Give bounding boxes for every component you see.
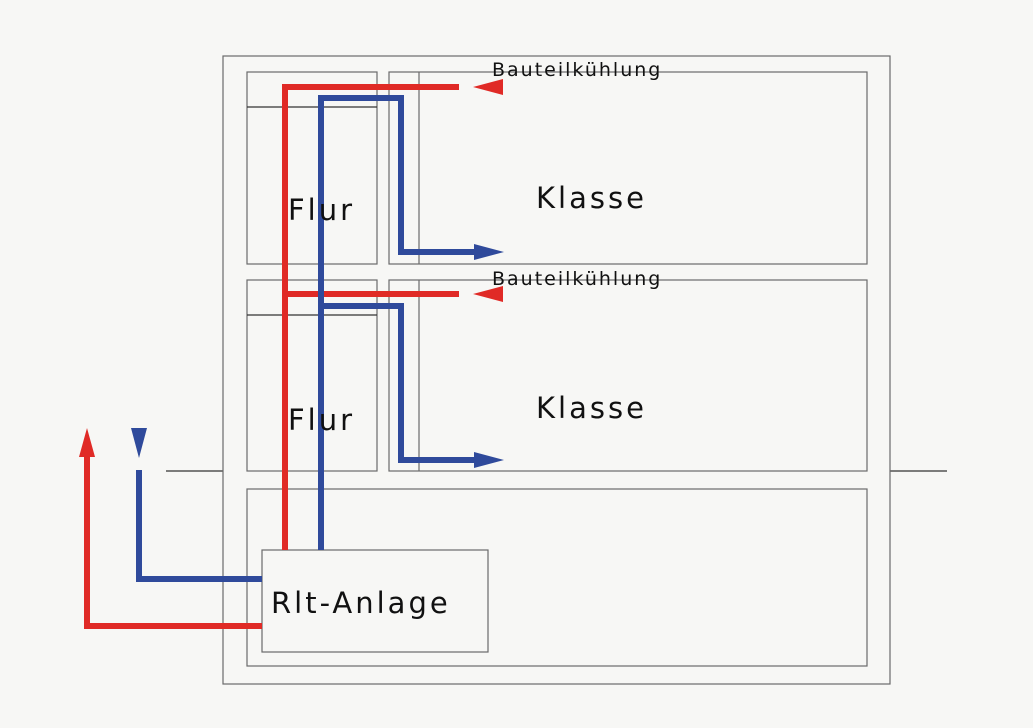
return-pipes [136, 95, 474, 582]
lower-corridor-label: Flur [288, 403, 355, 437]
basement-room [246, 488, 868, 667]
return-arrows [131, 244, 504, 468]
lower-cooling-label: Bauteilkühlung [492, 268, 662, 290]
upper-corridor-label: Flur [288, 193, 355, 227]
return-arrow-outside-icon [131, 428, 147, 458]
upper-corridor-room [246, 71, 378, 265]
supply-pipe-upper [282, 84, 459, 550]
upper-class-label: Klasse [536, 181, 647, 215]
supply-pipe-outside [84, 457, 262, 629]
return-pipe-upper [318, 95, 474, 550]
upper-cooling-label: Bauteilkühlung [492, 59, 662, 81]
lower-class-room [388, 279, 868, 472]
supply-arrow-outside-icon [79, 428, 95, 457]
supply-arrow-lower-icon [473, 286, 503, 302]
supply-pipes [84, 84, 459, 629]
ventilation-unit-box [261, 549, 489, 653]
lower-corridor-room [246, 279, 378, 472]
return-pipe-lower [321, 303, 474, 463]
lower-class-label: Klasse [536, 391, 647, 425]
upper-class-room [388, 71, 868, 265]
supply-arrow-upper-icon [473, 79, 503, 95]
supply-arrows [79, 79, 503, 457]
return-pipe-outside [136, 470, 262, 582]
return-arrow-lower-icon [474, 452, 504, 468]
building-outline [222, 55, 891, 685]
return-arrow-upper-icon [474, 244, 504, 260]
ventilation-unit-label: Rlt-Anlage [271, 586, 451, 620]
